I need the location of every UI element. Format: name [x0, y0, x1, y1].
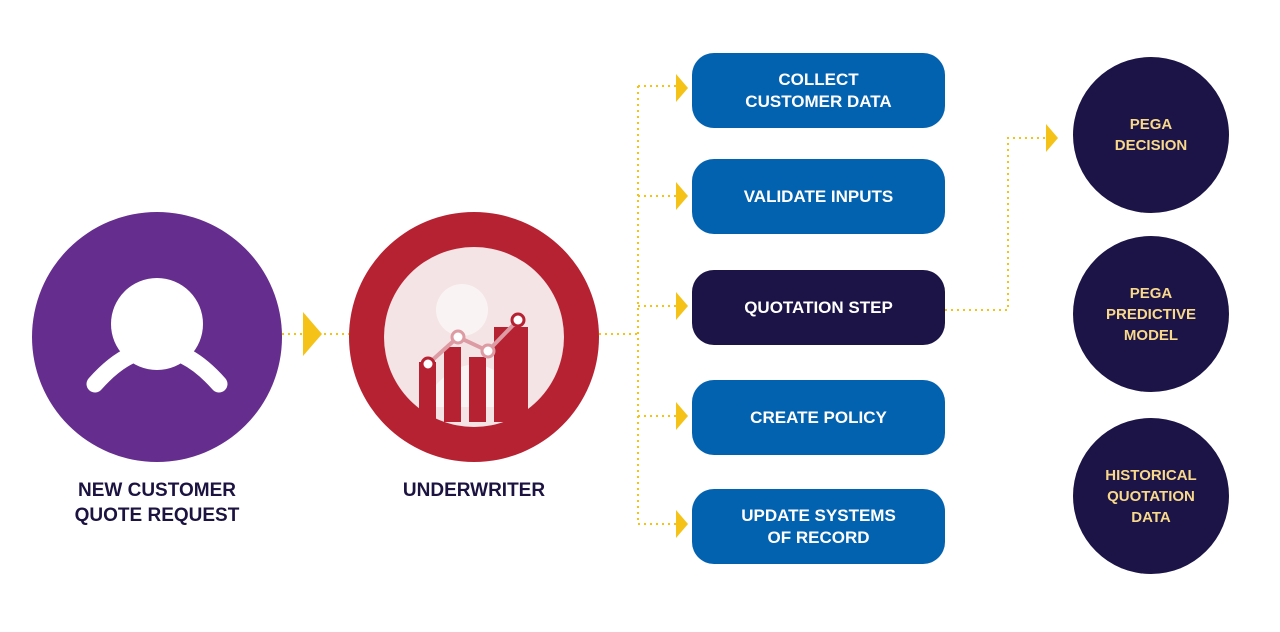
- arrow-to-quotation: [676, 292, 688, 320]
- user-icon: [86, 278, 228, 393]
- arrow-to-collect: [676, 74, 688, 102]
- underwriter-node: [349, 212, 599, 462]
- pega-decision-node: PEGA DECISION: [1073, 57, 1229, 213]
- step-create-policy: CREATE POLICY: [692, 380, 945, 455]
- step-update-systems-of-record: UPDATE SYSTEMS OF RECORD: [692, 489, 945, 564]
- step-validate-inputs: VALIDATE INPUTS: [692, 159, 945, 234]
- underwriter-node-label: UNDERWRITER: [402, 480, 546, 501]
- arrow-to-create: [676, 402, 688, 430]
- underwriter-icon-backdrop: [384, 247, 564, 427]
- customer-node: [32, 212, 282, 462]
- arrow-to-validate: [676, 182, 688, 210]
- arrow-to-update: [676, 510, 688, 538]
- quotation-to-pega-line: [945, 137, 1046, 311]
- step-quotation: QUOTATION STEP: [692, 270, 945, 345]
- pega-predictive-model-node: PEGA PREDICTIVE MODEL: [1073, 236, 1229, 392]
- historical-quotation-data-node: HISTORICAL QUOTATION DATA: [1073, 418, 1229, 574]
- arrow-to-pega: [1046, 124, 1058, 152]
- customer-node-label: NEW CUSTOMER QUOTE REQUEST: [74, 480, 240, 526]
- arrow-to-underwriter: [303, 312, 322, 356]
- analytics-chart-icon: [419, 284, 529, 422]
- step-collect-customer-data: COLLECT CUSTOMER DATA: [692, 53, 945, 128]
